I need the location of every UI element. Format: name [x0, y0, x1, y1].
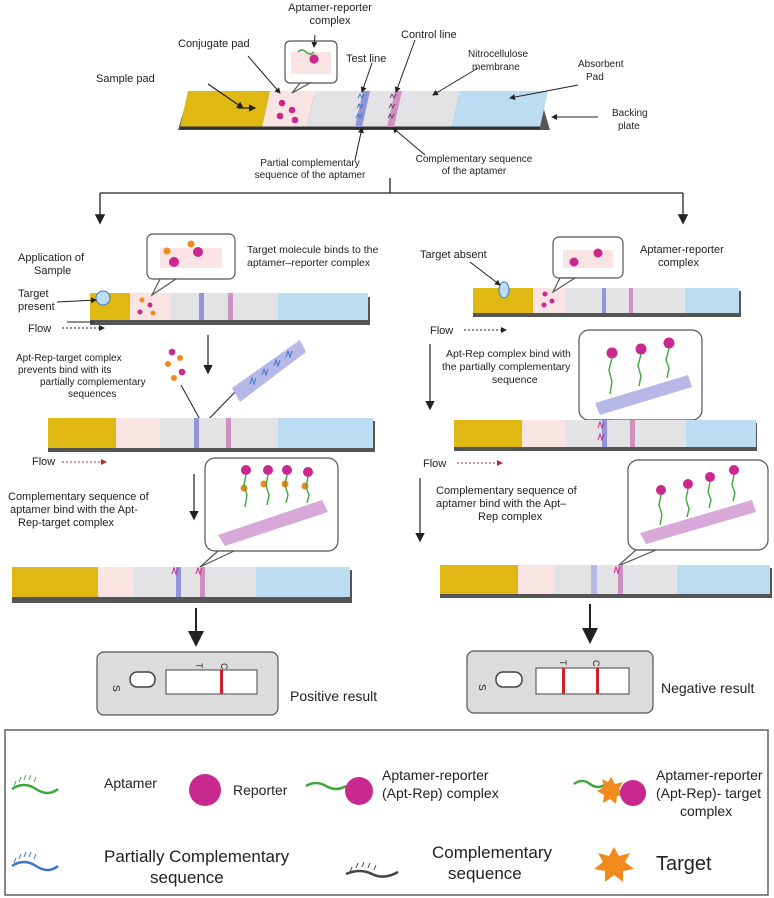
legend-apt-rep-target-1: Aptamer-reporter [656, 767, 763, 783]
nitrocellulose-membrane [307, 91, 460, 127]
absorbent-label-1: Absorbent [578, 59, 624, 70]
left-comp-bind-1: Complementary sequence of [8, 491, 150, 503]
prevents-label-2: prevents bind with its [18, 365, 111, 376]
legend-apt-rep-1: Aptamer-reporter [382, 767, 489, 783]
legend-apt-rep-2: (Apt-Rep) complex [382, 785, 499, 801]
conjugate-pad [262, 91, 315, 127]
left-comp-bind-3: Rep-target complex [18, 517, 114, 529]
control-line [387, 91, 402, 127]
legend-complementary-2: sequence [448, 864, 522, 883]
test-line [355, 91, 370, 127]
right-comp-bind-1: Complementary sequence of [436, 485, 578, 497]
left-control-result-line [220, 670, 223, 694]
complementary-label-2: of the aptamer [442, 166, 507, 177]
right-flow-1: Flow [430, 325, 453, 337]
branch-connector [94, 178, 689, 225]
left-cassette-c: C [219, 663, 229, 670]
absorbent-label-2: Pad [586, 72, 604, 83]
partial-comp-label-1: Partial complementary [260, 158, 359, 169]
application-label-2: Sample [34, 265, 71, 277]
right-apt-rep-bind-2: the partially complementary [442, 361, 571, 373]
legend-target: Target [656, 853, 712, 875]
legend-apt-rep-target-3: complex [680, 803, 732, 819]
legend-apt-rep-target-2: (Apt-Rep)- target [656, 785, 761, 801]
right-cassette-t: T [558, 660, 568, 666]
complementary-label-1: Complementary sequence [416, 154, 533, 165]
right-flow-2: Flow [423, 458, 446, 470]
left-strip-3 [12, 566, 352, 603]
nitrocellulose-label-1: Nitrocellulose [468, 49, 528, 60]
legend-box [4, 729, 769, 896]
apt-rep-complex-label-1: Aptamer-reporter [288, 2, 372, 14]
left-strip-1 [90, 290, 370, 325]
legend-partial-2: sequence [150, 868, 224, 887]
target-absent-label: Target absent [420, 249, 487, 261]
right-cassette-c: C [591, 660, 601, 667]
partial-comp-label-2: sequence of the aptamer [255, 170, 366, 181]
prevents-label-3: partially complementary [40, 377, 146, 388]
legend-complementary-icon [345, 869, 399, 878]
sample-pad [180, 91, 270, 127]
right-strip-3 [440, 565, 772, 598]
legend-aptamer: Aptamer [104, 775, 157, 791]
legend-target-icon [594, 847, 634, 882]
right-cassette [466, 650, 654, 714]
application-label-1: Application of [18, 252, 85, 264]
test-line-label: Test line [346, 53, 386, 65]
right-cassette-s: S [476, 684, 487, 691]
prevents-label-4: sequences [68, 389, 116, 400]
apt-rep-complex-label-2: complex [310, 15, 351, 27]
legend-partial-1: Partially Complementary [104, 847, 290, 866]
backing-label-1: Backing [612, 108, 648, 119]
left-callout-3 [204, 457, 339, 552]
negative-result-label: Negative result [661, 680, 754, 696]
right-strip-2 [454, 420, 757, 451]
right-control-result-line [596, 668, 599, 694]
right-apt-rep-label-1: Aptamer-reporter [640, 244, 724, 256]
right-apt-rep-bind-3: sequence [492, 374, 538, 386]
legend-apt-rep-icon [305, 781, 347, 791]
prevents-label-1: Apt-Rep-target complex [16, 353, 122, 364]
backing-label-2: plate [618, 121, 640, 132]
right-strip-1 [473, 281, 741, 317]
target-binds-label-1: Target molecule binds to the [247, 244, 378, 256]
left-cassette [96, 651, 279, 716]
right-comp-bind-3: Rep complex [478, 511, 543, 523]
right-comp-bind-2: aptamer bind with the Apt– [436, 498, 567, 510]
right-apt-rep-label-2: complex [658, 257, 699, 269]
legend-complementary-1: Complementary [432, 843, 552, 862]
left-flow-1: Flow [28, 323, 51, 335]
left-comp-bind-2: aptamer bind with the Apt- [10, 504, 138, 516]
sample-pad-label: Sample pad [96, 73, 155, 85]
legend-reporter-icon [189, 774, 221, 806]
left-strip-2 [48, 418, 375, 452]
positive-result-label: Positive result [290, 688, 377, 704]
absorbent-pad [452, 91, 548, 127]
legend-aptamer-icon [11, 783, 59, 795]
nitrocellulose-label-2: membrane [472, 62, 520, 73]
left-cassette-t: T [194, 663, 204, 669]
right-apt-rep-bind-1: Apt-Rep complex bind with [446, 348, 571, 360]
top-strip [178, 34, 598, 161]
legend-apt-rep-target-icon [573, 779, 607, 789]
legend-reporter: Reporter [233, 782, 288, 798]
control-line-label: Control line [401, 29, 457, 41]
target-present-label-1: Target [18, 288, 49, 300]
left-cassette-s: S [110, 685, 121, 692]
right-test-result-line [562, 668, 565, 694]
target-present-label-2: present [18, 301, 55, 313]
conjugate-pad-label: Conjugate pad [178, 38, 250, 50]
target-binds-label-2: aptamer–reporter complex [247, 257, 371, 269]
left-flow-2: Flow [32, 456, 55, 468]
legend-partial-icon [11, 860, 59, 872]
left-detached-partial-strip [232, 340, 306, 402]
